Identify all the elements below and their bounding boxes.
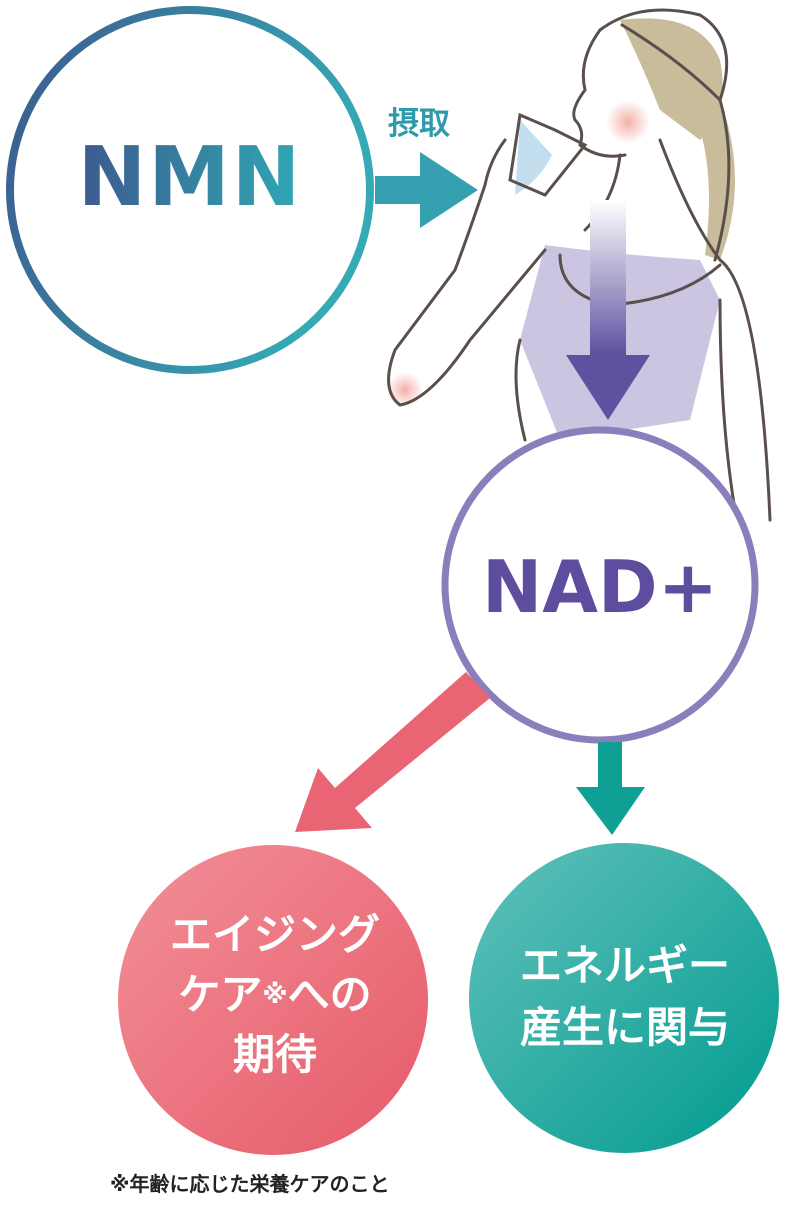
nad-circle (441, 426, 759, 744)
footnote: ※年齢に応じた栄養ケアのこと (110, 1172, 390, 1196)
aging-line-2b: への (287, 970, 372, 1019)
energy-circle (469, 843, 779, 1153)
energy-arrow (576, 742, 645, 835)
aging-line-1: エイジング (169, 910, 380, 959)
nmn-text: NMN (77, 130, 303, 225)
intake-arrow (375, 152, 478, 228)
nmn-label: NMN (8, 130, 372, 225)
aging-arrow (295, 672, 490, 832)
nad-label: NAD+ (481, 545, 719, 629)
aging-line-2: ケア※への (120, 965, 430, 1025)
aging-line-3: 期待 (232, 1030, 317, 1079)
absorption-arrow (566, 200, 650, 420)
intake-label: 摂取 (388, 106, 450, 142)
aging-circle (118, 845, 428, 1155)
footnote-mark: ※ (262, 980, 288, 1010)
energy-label: エネルギー 産生に関与 (470, 935, 780, 1059)
aging-line-2a: ケア (178, 970, 263, 1019)
nmn-circle (6, 6, 374, 374)
energy-line-1: エネルギー (519, 941, 730, 990)
energy-line-2: 産生に関与 (519, 1003, 730, 1052)
aging-care-label: エイジング ケア※への 期待 (120, 905, 430, 1085)
